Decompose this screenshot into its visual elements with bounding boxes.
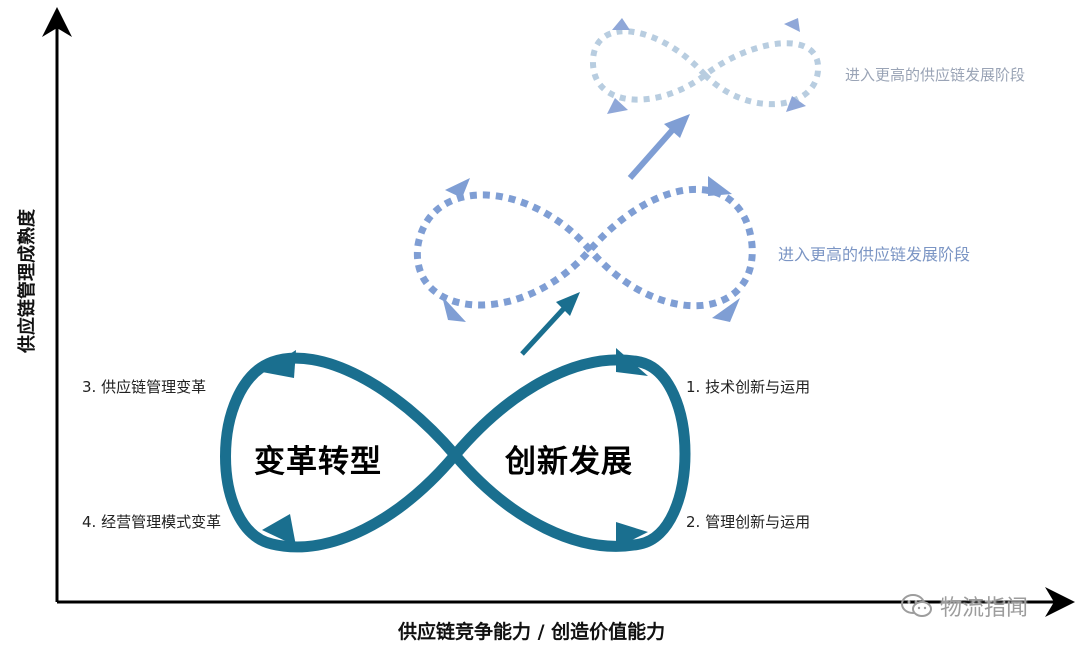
item-label-right-bottom: 2. 管理创新与运用 [686,513,811,531]
loop-label-innovation: 创新发展 [505,444,633,480]
middle-infinity-loop [413,176,756,322]
middle-loop-arrowhead [712,298,740,322]
main-loop-arrowhead [262,350,296,378]
wechat-icon [901,594,932,617]
middle-loop-arrowhead [445,178,470,198]
item-label-left-top: 3. 供应链管理变革 [82,378,207,396]
main-loop-arrowhead [262,514,296,546]
main-infinity-loop [220,348,691,553]
top-loop-arrowhead [607,98,628,114]
progress-arrow-lower [520,292,580,356]
progress-arrow-upper [627,114,690,180]
middle-loop-arrowhead [708,176,732,196]
y-axis-label: 供应链管理成熟度 [17,209,38,353]
item-label-left-bottom: 4. 经营管理模式变革 [82,513,222,531]
x-axis-label: 供应链竞争能力 / 创造价值能力 [398,621,666,643]
main-loop-arrowhead [616,522,648,548]
watermark: 物流指闻 [900,590,1028,622]
stage-label-top: 进入更高的供应链发展阶段 [845,66,1026,84]
item-label-right-top: 1. 技术创新与运用 [686,378,811,396]
middle-loop-arrowhead [442,296,466,322]
loop-label-transformation: 变革转型 [254,444,382,480]
top-loop-arrowhead [786,96,806,112]
main-loop-arrowhead [616,348,648,376]
stage-label-middle: 进入更高的供应链发展阶段 [778,245,971,264]
top-loop-arrowhead [612,18,630,30]
top-loop-arrowhead [784,18,800,32]
watermark-text: 物流指闻 [940,596,1029,621]
top-infinity-loop [589,18,822,114]
